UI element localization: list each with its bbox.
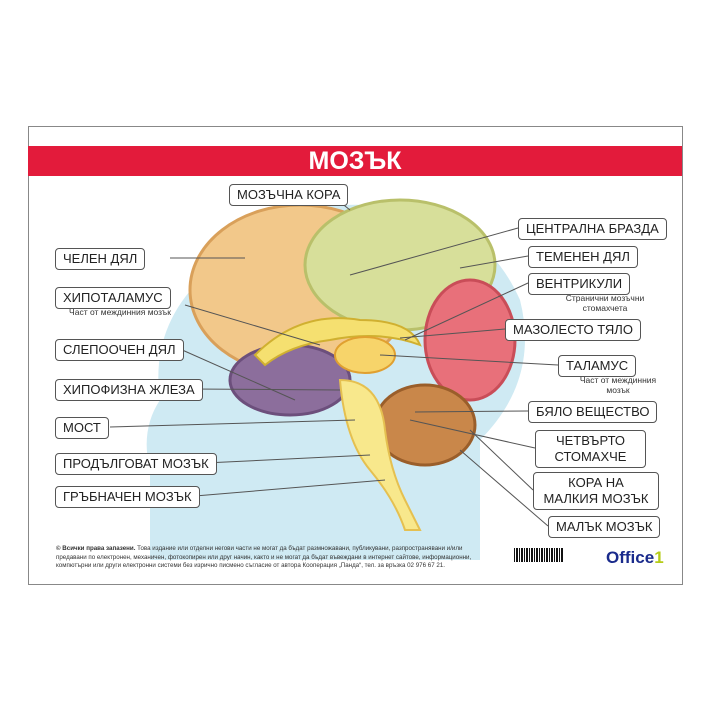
copyright-text: Това издание или отделни негови части не…	[56, 545, 472, 569]
label-thalamus-sub: Част от междинния мозък	[579, 375, 657, 395]
logo-text: Office	[606, 548, 655, 567]
label-frontal-lobe: ЧЕЛЕН ДЯЛ	[55, 248, 146, 270]
occipital-lobe	[423, 278, 517, 402]
label-temporal-lobe: СЛЕПООЧЕН ДЯЛ	[55, 339, 184, 361]
label-ventricles: ВЕНТРИКУЛИ	[528, 273, 631, 295]
label-thalamus: ТАЛАМУС	[558, 355, 637, 377]
label-parietal-lobe: ТЕМЕНЕН ДЯЛ	[528, 246, 638, 268]
copyright-bold: © Всички права запазени.	[56, 545, 136, 552]
label-spinal-cord: ГРЪБНАЧЕН МОЗЪК	[55, 486, 200, 508]
label-pons: МОСТ	[55, 417, 109, 439]
corpus-callosum	[253, 317, 422, 367]
barcode	[514, 548, 564, 562]
label-fourth-ventricle: ЧЕТВЪРТО СТОМАХЧЕ	[535, 430, 646, 468]
thalamus	[334, 336, 396, 374]
label-cerebellar-cortex: КОРА НА МАЛКИЯ МОЗЪК	[533, 472, 659, 510]
copyright-notice: © Всички права запазени. Това издание ил…	[56, 545, 476, 571]
label-hypothalamus: ХИПОТАЛАМУС	[55, 287, 171, 309]
label-hypothalamus-sub: Част от междинния мозък	[69, 307, 171, 317]
label-ventricles-sub: Странични мозъчни стомахчета	[565, 293, 645, 313]
cerebellum	[373, 383, 477, 467]
leader-lines	[109, 201, 559, 527]
label-cerebellum: МАЛЪК МОЗЪК	[548, 516, 661, 538]
label-cortex: МОЗЪЧНА КОРА	[229, 184, 349, 206]
office1-logo: Office1	[606, 548, 664, 568]
logo-number: 1	[654, 548, 664, 567]
brainstem	[338, 378, 422, 531]
temporal-lobe	[228, 343, 352, 417]
label-white-matter: БЯЛО ВЕЩЕСТВО	[528, 401, 658, 423]
label-central-sulcus: ЦЕНТРАЛНА БРАЗДА	[518, 218, 667, 240]
label-corpus-callosum: МАЗОЛЕСТО ТЯЛО	[505, 319, 641, 341]
page-title: МОЗЪК	[28, 146, 682, 176]
label-pituitary: ХИПОФИЗНА ЖЛЕЗА	[55, 379, 203, 401]
label-medulla: ПРОДЪЛГОВАТ МОЗЪК	[55, 453, 217, 475]
